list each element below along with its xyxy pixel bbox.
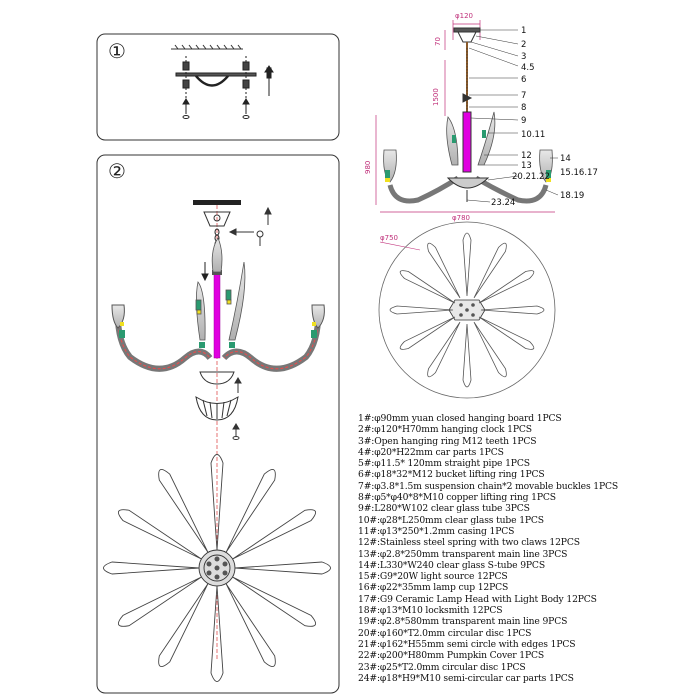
dim-width: φ780 xyxy=(452,214,470,222)
parts-list: 1#:φ90mm yuan closed hanging board 1PCS … xyxy=(358,413,698,684)
center-rod xyxy=(213,271,221,359)
parts-list-item: 14#:L330*W240 clear glass S-tube 9PCS xyxy=(358,559,545,571)
step-2-label: ② xyxy=(108,159,126,183)
parts-list-item: 13#:φ2.8*250mm transparent main line 3PC… xyxy=(358,548,568,560)
part-label-7: 7 xyxy=(521,91,526,101)
ceiling-plate xyxy=(193,200,241,205)
parts-list-item: 24#:φ18*H9*M10 semi-circular car parts 1… xyxy=(358,672,574,684)
part-label-10-11: 10.11 xyxy=(521,130,545,140)
part-label-20-21-22: 20.21.22 xyxy=(512,172,550,182)
parts-list-item: 15#:G9*20W light source 12PCS xyxy=(358,571,508,583)
s-curved-arms xyxy=(111,304,325,372)
plan-view-right: φ750 xyxy=(378,221,556,399)
screw-arrows xyxy=(182,65,274,119)
part-label-12: 12 xyxy=(521,151,532,161)
part-label-3: 3 xyxy=(521,52,526,62)
parts-list-item: 19#:φ2.8*580mm transparent main line 9PC… xyxy=(358,616,568,628)
canopy-arrows xyxy=(228,206,272,246)
part-label-6: 6 xyxy=(521,75,526,85)
upright-glass-tubes xyxy=(195,237,246,341)
parts-list-item: 3#:Open hanging ring M12 teeth 1PCS xyxy=(358,435,537,447)
parts-list-item: 1#:φ90mm yuan closed hanging board 1PCS xyxy=(358,413,562,424)
canopy xyxy=(203,211,231,227)
ceiling-hatch xyxy=(171,44,243,50)
parts-list-item: 6#:φ18*32*M12 bucket lifting ring 1PCS xyxy=(358,469,545,481)
step-1-panel: ① xyxy=(96,33,340,141)
dim-980: 980 xyxy=(364,161,372,174)
part-label-23-24: 23.24 xyxy=(491,198,515,208)
parts-list-item: 11#:φ13*250*1.2mm casing 1PCS xyxy=(358,525,515,537)
side-view-elevation: φ120 70 1500 980 φ780 xyxy=(364,12,598,222)
part-number-labels: 1 2 3 4.5 6 7 8 9 10.11 12 13 14 15.16.1… xyxy=(491,26,598,208)
parts-list-item: 10#:φ28*L250mm clear glass tube 1PCS xyxy=(358,514,544,526)
dim-1500: 1500 xyxy=(432,88,440,106)
parts-list-item: 17#:G9 Ceramic Lamp Head with Light Body… xyxy=(358,593,597,605)
parts-list-item: 8#:φ5*φ40*8*M10 copper lifting ring 1PCS xyxy=(358,492,556,504)
part-label-9: 9 xyxy=(521,116,526,126)
part-label-15-16-17: 15.16.17 xyxy=(560,168,598,178)
part-label-13: 13 xyxy=(521,161,532,171)
part-label-14: 14 xyxy=(560,154,571,164)
parts-list-item: 22#:φ200*H80mm Pumpkin Cover 1PCS xyxy=(358,650,545,662)
parts-list-item: 21#:φ162*H55mm semi circle with edges 1P… xyxy=(358,638,576,650)
parts-list-item: 4#:φ20*H22mm car parts 1PCS xyxy=(358,446,504,458)
parts-list-item: 5#:φ11.5* 120mm straight pipe 1PCS xyxy=(358,458,530,470)
parts-list-item: 12#:Stainless steel spring with two claw… xyxy=(358,537,580,549)
mounting-plate xyxy=(175,56,257,100)
pumpkin-cover xyxy=(195,371,242,440)
parts-list-item: 16#:φ22*35mm lamp cup 12PCS xyxy=(358,582,509,594)
part-label-4-5: 4.5 xyxy=(521,63,535,73)
step-2-panel: ② xyxy=(96,154,340,694)
parts-list-item: 9#:L280*W102 clear glass tube 3PCS xyxy=(358,503,530,515)
part-label-1: 1 xyxy=(521,26,526,36)
parts-list-item: 2#:φ120*H70mm hanging clock 1PCS xyxy=(358,424,532,436)
dim-70: 70 xyxy=(434,37,442,46)
parts-list-item: 18#:φ13*M10 locksmith 12PCS xyxy=(358,605,503,617)
parts-list-item: 23#:φ25*T2.0mm circular disc 1PCS xyxy=(358,661,526,673)
dim-top-diameter: φ120 xyxy=(455,12,473,20)
dim-plan-circle: φ750 xyxy=(380,234,398,242)
part-label-18-19: 18.19 xyxy=(560,191,584,201)
part-label-2: 2 xyxy=(521,40,526,50)
parts-list-item: 20#:φ160*T2.0mm circular disc 1PCS xyxy=(358,627,532,639)
step-1-label: ① xyxy=(108,39,126,63)
part-label-8: 8 xyxy=(521,103,526,113)
parts-list-item: 7#:φ3.8*1.5m suspension chain*2 movable … xyxy=(358,480,619,492)
plan-view-bottom xyxy=(103,454,331,682)
